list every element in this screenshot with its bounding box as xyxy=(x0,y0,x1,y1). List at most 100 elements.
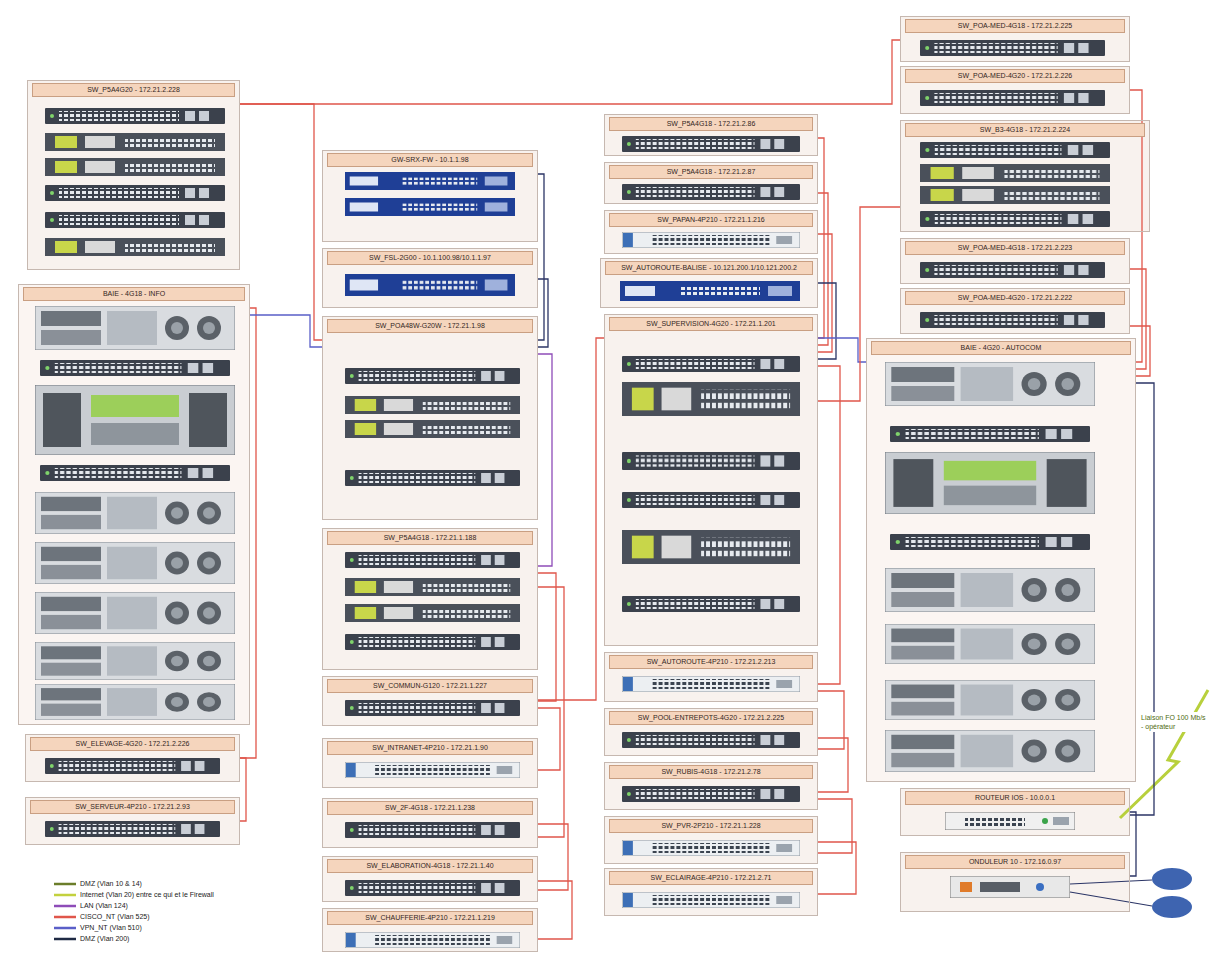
rack-panel: SW_P5A4G18 - 172.21.1.188 xyxy=(322,528,538,670)
header-bar: SW_SUPERVISION-4G20 - 172.21.1.201 xyxy=(609,317,813,331)
device-drawing xyxy=(35,642,235,680)
device-drawing xyxy=(45,185,225,201)
network-link xyxy=(818,283,836,359)
panel-title: SW_SERVEUR-4P210 - 172.21.2.93 xyxy=(75,803,190,810)
legend-swatch xyxy=(54,903,76,909)
device-drawing xyxy=(604,652,818,702)
legend-swatch xyxy=(54,881,76,887)
header-bar: SW_AUTOROUTE-BALISE - 10.121.200.1/10.12… xyxy=(605,261,813,275)
panel-title: SW_B3-4G18 - 172.21.2.224 xyxy=(980,126,1070,133)
legend-row: DMZ (Vlan 10 & 14) xyxy=(54,878,214,889)
device-drawing xyxy=(604,114,818,156)
device-drawing xyxy=(45,758,220,774)
device-drawing xyxy=(27,80,240,270)
device-drawing xyxy=(622,452,800,470)
device-drawing xyxy=(322,150,538,242)
header-bar: SW_AUTOROUTE-4P210 - 172.21.2.213 xyxy=(609,655,813,669)
network-link xyxy=(538,708,560,770)
legend-swatch xyxy=(54,925,76,931)
device-drawing xyxy=(1070,892,1152,906)
network-link xyxy=(818,366,840,684)
panel-title: SW_POA-MED-4G20 - 172.21.2.222 xyxy=(958,294,1072,301)
rack-panel: SW_RUBIS-4G18 - 172.21.2.78 xyxy=(604,762,818,810)
rack-panel: SW_P5A4G20 - 172.21.2.228 xyxy=(27,80,240,270)
rack-panel: SW_POA-MED-4G18 - 172.21.2.223 xyxy=(900,238,1130,284)
legend-row: LAN (Vlan 124) xyxy=(54,900,214,911)
device-drawing xyxy=(345,880,520,896)
rack-panel: SW_AUTOROUTE-4P210 - 172.21.2.213 xyxy=(604,652,818,702)
network-link xyxy=(818,842,856,894)
device-drawing xyxy=(920,164,1110,182)
network-link xyxy=(240,758,246,821)
panel-title: BAIE - 4G18 - INFO xyxy=(103,290,165,297)
device-drawing xyxy=(1070,880,1152,884)
device-drawing xyxy=(35,684,235,720)
rack-panel: SW_POA-MED-4G20 - 172.21.2.222 xyxy=(900,288,1130,334)
header-bar: ONDULEUR 10 - 172.16.0.97 xyxy=(905,855,1125,869)
device-drawing xyxy=(866,338,1136,782)
device-drawing xyxy=(920,142,1110,158)
device-drawing xyxy=(622,840,800,856)
header-bar: SW_ELEVAGE-4G20 - 172.21.2.226 xyxy=(30,737,235,751)
header-bar: GW-SRX-FW - 10.1.1.98 xyxy=(327,153,533,167)
device-drawing xyxy=(600,258,818,308)
link-note: Liaison FO 100 Mb/s - opérateur xyxy=(1139,712,1209,732)
network-link xyxy=(818,738,848,792)
device-drawing xyxy=(622,232,800,248)
device-drawing xyxy=(45,238,225,256)
rack-panel: SW_POA48W-G20W - 172.21.1.98 xyxy=(322,316,538,520)
rack-panel: GW-SRX-FW - 10.1.1.98 xyxy=(322,150,538,242)
device-drawing xyxy=(622,676,800,692)
header-bar: SW_POA-MED-4G20 - 172.21.2.222 xyxy=(905,291,1125,305)
device-drawing xyxy=(885,362,1095,406)
legend-row: Internet (Vlan 20) entre ce qui et le Fi… xyxy=(54,889,214,900)
header-bar: SW_ELABORATION-4G18 - 172.21.1.40 xyxy=(327,859,533,873)
device-drawing xyxy=(322,856,538,902)
device-drawing xyxy=(885,730,1095,772)
device-drawing xyxy=(1152,868,1192,890)
legend-text: CISCO_NT (Vlan 525) xyxy=(80,913,150,920)
device-drawing xyxy=(18,16,1150,952)
rack-panel: ROUTEUR IOS - 10.0.0.1 xyxy=(900,788,1130,836)
device-drawing xyxy=(885,680,1095,720)
header-bar: SW_P5A4G20 - 172.21.2.228 xyxy=(32,83,235,97)
network-link xyxy=(1130,269,1146,369)
network-link xyxy=(240,308,256,758)
device-drawing xyxy=(920,312,1105,328)
device-drawing xyxy=(604,708,818,756)
header-bar: SW_P5A4G18 - 172.21.2.86 xyxy=(609,117,813,131)
network-link xyxy=(240,104,322,340)
legend-swatch xyxy=(54,914,76,920)
device-drawing xyxy=(900,66,1130,114)
device-drawing xyxy=(345,172,515,190)
device-drawing xyxy=(900,288,1130,334)
legend-box: DMZ (Vlan 10 & 14) Internet (Vlan 20) ent… xyxy=(50,876,218,946)
panel-title: SW_AUTOROUTE-4P210 - 172.21.2.213 xyxy=(647,658,776,665)
device-drawing xyxy=(45,133,225,151)
panel-title: SW_P5A4G20 - 172.21.2.228 xyxy=(87,86,180,93)
rack-panel: SW_FSL-2G00 - 10.1.100.98/10.1.1.97 xyxy=(322,248,538,308)
panel-title: SW_INTRANET-4P210 - 172.21.1.90 xyxy=(372,744,488,751)
header-bar: ROUTEUR IOS - 10.0.0.1 xyxy=(905,791,1125,805)
device-drawing xyxy=(345,396,520,414)
device-drawing xyxy=(345,470,520,486)
rack-panel: SW_B3-4G18 - 172.21.2.224 xyxy=(900,120,1150,232)
network-link xyxy=(818,338,866,362)
device-drawing xyxy=(622,892,800,908)
device-drawing xyxy=(900,120,1150,232)
rack-panel: SW_P5A4G18 - 172.21.2.87 xyxy=(604,162,818,204)
rack-panel: SW_POA-MED-4G20 - 172.21.2.226 xyxy=(900,66,1130,114)
device-drawing xyxy=(40,465,230,481)
device-drawing xyxy=(885,624,1095,664)
panel-title: SW_PAPAN-4P210 - 172.21.1.216 xyxy=(657,216,765,223)
device-drawing xyxy=(1152,896,1192,918)
header-bar: SW_SERVEUR-4P210 - 172.21.2.93 xyxy=(30,800,235,814)
legend-text: Internet (Vlan 20) entre ce qui et le Fi… xyxy=(80,891,214,898)
rack-panel: SW_POA-MED-4G18 - 172.21.2.225 xyxy=(900,16,1130,62)
header-bar: BAIE - 4G18 - INFO xyxy=(23,287,245,301)
device-drawing xyxy=(885,568,1095,612)
device-drawing xyxy=(622,492,800,508)
legend-line xyxy=(54,938,76,941)
network-link xyxy=(240,40,900,104)
